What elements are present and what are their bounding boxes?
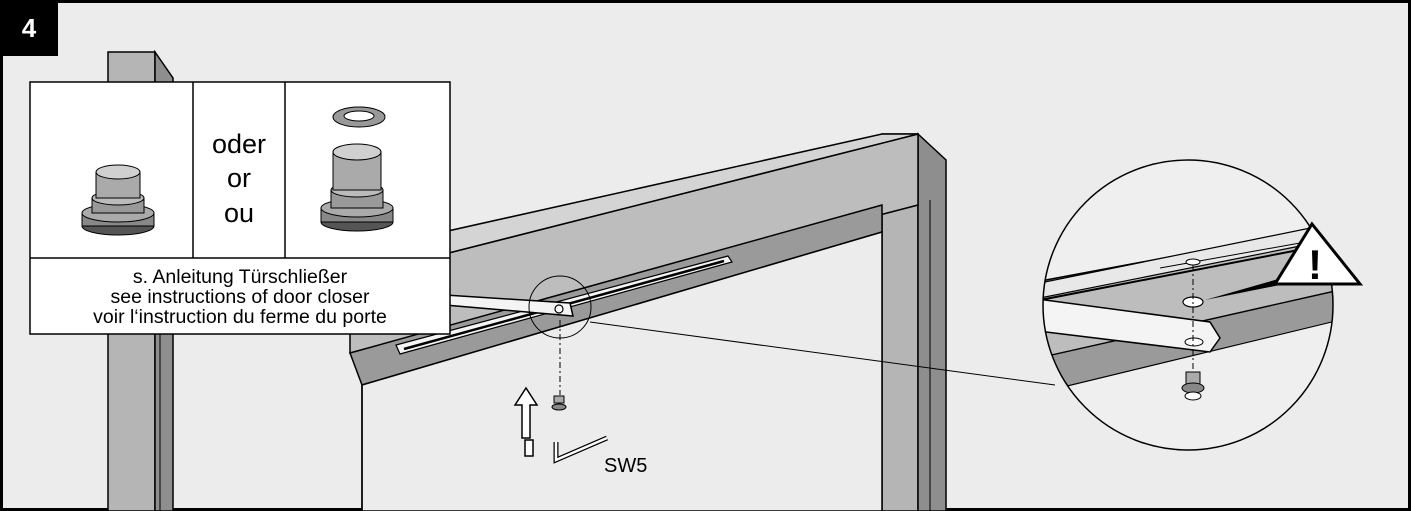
step-number-badge: 4 — [0, 0, 58, 56]
note-line-fr: voir l‘instruction du ferme du porte — [93, 306, 387, 328]
options-panel — [29, 81, 451, 335]
bushing-with-ring-icon — [320, 106, 394, 232]
option-separator-fr: ou — [223, 198, 255, 228]
bushing-without-ring-icon — [81, 164, 155, 236]
warning-icon: ! — [1272, 221, 1364, 288]
svg-text:!: ! — [1308, 241, 1322, 288]
option-separator-de: oder — [211, 129, 267, 159]
option-separator-en: or — [226, 163, 251, 193]
up-arrow-icon — [513, 386, 539, 439]
zoom-leader-line — [589, 321, 1056, 386]
note-line-de: s. Anleitung Türschließer — [132, 266, 348, 288]
screw-small — [551, 395, 567, 411]
hex-key-icon — [553, 435, 608, 464]
wrench-size-label: SW5 — [604, 455, 648, 477]
note-line-en: see instructions of door closer — [110, 286, 370, 308]
magnified-detail — [1042, 159, 1334, 451]
